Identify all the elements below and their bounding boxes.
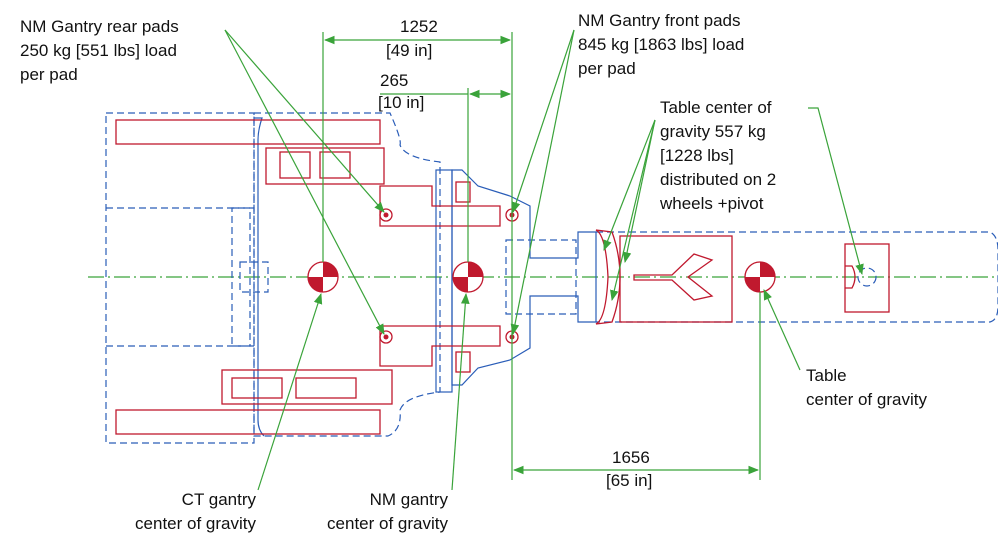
table-outline <box>595 229 998 325</box>
table-cog-distributed-line2: gravity 557 kg <box>660 122 766 141</box>
dim-1252-inches: [49 in] <box>386 41 432 60</box>
dim-265-inches: [10 in] <box>378 93 424 112</box>
nm-cog-label-line2: center of gravity <box>327 514 448 533</box>
ct-gantry-outline <box>105 112 441 444</box>
front-pads-label-line2: 845 kg [1863 lbs] load <box>578 35 744 54</box>
rear-pads-label-line2: 250 kg [551 lbs] load <box>20 41 177 60</box>
dim-1252-value: 1252 <box>400 17 438 36</box>
dim-1656-inches: [65 in] <box>606 471 652 490</box>
ct-gantry-parts <box>115 119 393 435</box>
leader-lines <box>224 29 864 491</box>
rear-pad-markers <box>379 208 393 344</box>
nm-cog-label-line1: NM gantry <box>370 490 449 509</box>
ct-cog-label-line2: center of gravity <box>135 514 256 533</box>
table-cog-distributed-line3: [1228 lbs] <box>660 146 734 165</box>
front-pads-label-line1: NM Gantry front pads <box>578 11 741 30</box>
dim-265-value: 265 <box>380 71 408 90</box>
dim-1656-value: 1656 <box>612 448 650 467</box>
reference-lines <box>322 32 761 480</box>
ct-cog-label-line1: CT gantry <box>182 490 257 509</box>
rear-pads-label-line1: NM Gantry rear pads <box>20 17 179 36</box>
front-pads-label-line3: per pad <box>578 59 636 78</box>
table-cog-label-line1: Table <box>806 366 847 385</box>
table-cog-symbol <box>744 261 776 293</box>
nm-gantry-cog-symbol <box>452 261 484 293</box>
table-cog-distributed-line5: wheels +pivot <box>659 194 764 213</box>
nm-gantry-pad-brackets <box>379 181 501 373</box>
rear-pads-label-line3: per pad <box>20 65 78 84</box>
table-cog-distributed-line1: Table center of <box>660 98 772 117</box>
table-cog-label-line2: center of gravity <box>806 390 927 409</box>
table-cog-distributed-line4: distributed on 2 <box>660 170 776 189</box>
ct-gantry-cog-symbol <box>307 261 339 293</box>
